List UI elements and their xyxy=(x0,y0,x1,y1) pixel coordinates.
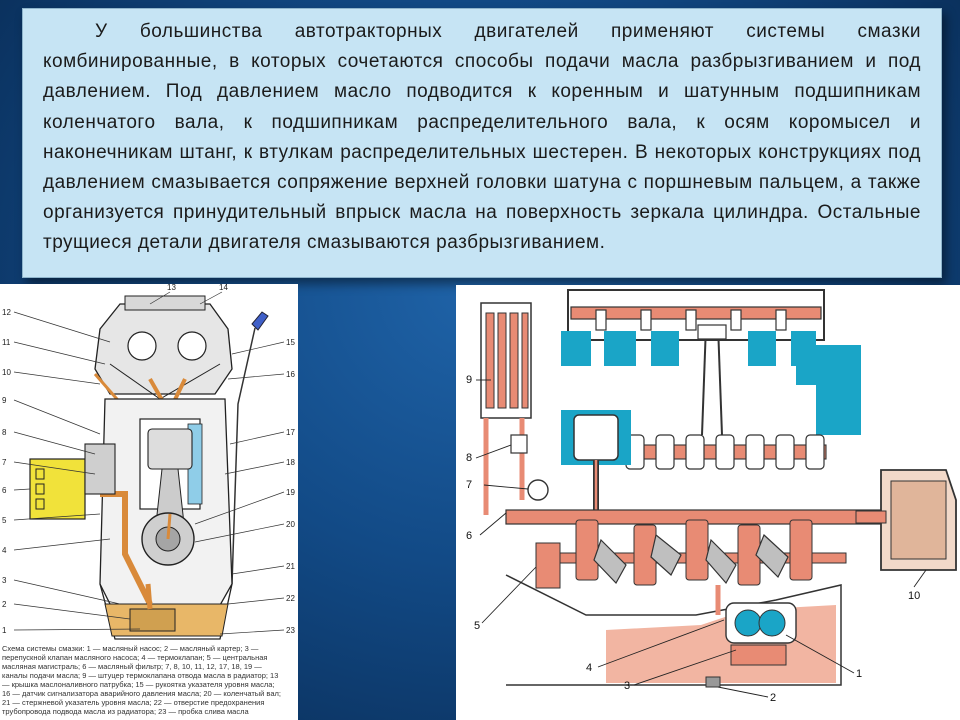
engine-cross-section-drawing: 13 14 12 11 10 9 8 7 6 5 4 3 2 1 15 16 1… xyxy=(2,284,295,716)
lubrication-scheme-drawing: 9 8 7 6 5 4 3 2 1 10 xyxy=(466,289,957,704)
label-12: 12 xyxy=(2,308,11,317)
label-7: 7 xyxy=(2,458,7,467)
label-20: 20 xyxy=(286,520,295,529)
label-22: 22 xyxy=(286,594,295,603)
label-18: 18 xyxy=(286,458,295,467)
scheme-label-9: 9 xyxy=(466,374,472,386)
caption-line-1: Схема системы смазки: 1 — масляный насос… xyxy=(2,644,259,653)
label-3: 3 xyxy=(2,576,7,585)
label-6: 6 xyxy=(2,486,7,495)
scheme-label-8: 8 xyxy=(466,452,472,464)
description-paragraph: У большинства автотракторных двигателей … xyxy=(43,21,921,254)
label-1: 1 xyxy=(2,626,7,635)
caption-line-5: — крышка маслоналивного патрубка; 15 — р… xyxy=(2,680,274,689)
label-5: 5 xyxy=(2,516,7,525)
scheme-label-7: 7 xyxy=(466,479,472,491)
scheme-label-2: 2 xyxy=(770,692,776,704)
scheme-label-3: 3 xyxy=(624,680,630,692)
scheme-label-6: 6 xyxy=(466,530,472,542)
caption-line-2: перепускной клапан масляного насоса; 4 —… xyxy=(2,653,267,662)
caption-line-8: трубопровода подвода масла из радиатора;… xyxy=(2,707,249,716)
label-11: 11 xyxy=(2,338,11,347)
scheme-label-10: 10 xyxy=(908,590,920,602)
scheme-label-4: 4 xyxy=(586,662,592,674)
caption-line-6: 16 — датчик сигнализатора аварийного дав… xyxy=(2,689,281,698)
label-8: 8 xyxy=(2,428,7,437)
scheme-label-1: 1 xyxy=(856,668,862,680)
label-2: 2 xyxy=(2,600,7,609)
label-19: 19 xyxy=(286,488,295,497)
label-21: 21 xyxy=(286,562,295,571)
caption-line-7: 21 — стержневой указатель уровня масла; … xyxy=(2,698,264,707)
lubrication-scheme-figure: 9 8 7 6 5 4 3 2 1 10 xyxy=(456,285,960,720)
label-9: 9 xyxy=(2,396,7,405)
description-text-box: У большинства автотракторных двигателей … xyxy=(22,8,942,278)
label-13: 13 xyxy=(167,284,176,292)
caption-line-4: каналы подачи масла; 9 — штуцер термокла… xyxy=(2,671,278,680)
label-10: 10 xyxy=(2,368,11,377)
label-4: 4 xyxy=(2,546,7,555)
label-17: 17 xyxy=(286,428,295,437)
label-15: 15 xyxy=(286,338,295,347)
caption-line-3: масляная магистраль; 6 — масляный фильтр… xyxy=(2,662,262,671)
label-14: 14 xyxy=(219,284,228,292)
label-23: 23 xyxy=(286,626,295,635)
engine-cross-section-figure: 13 14 12 11 10 9 8 7 6 5 4 3 2 1 15 16 1… xyxy=(0,284,298,720)
label-16: 16 xyxy=(286,370,295,379)
scheme-label-5: 5 xyxy=(474,620,480,632)
